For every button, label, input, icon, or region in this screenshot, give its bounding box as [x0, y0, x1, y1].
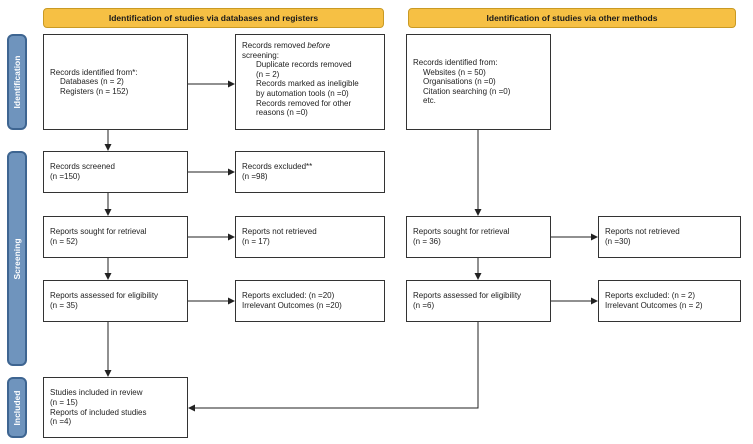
records-screened-title: Records screened: [50, 162, 115, 172]
box-other-reports-not-retrieved: Reports not retrieved (n =30): [598, 216, 741, 258]
phase-included: Included: [7, 377, 27, 438]
studies-included-title: Studies included in review: [50, 388, 143, 398]
removed-item: reasons (n =0): [256, 108, 308, 118]
removed-item: Records removed for other: [256, 98, 352, 108]
box-records-removed: Records removed before screening: Duplic…: [235, 34, 385, 130]
removed-item: (n = 2): [256, 69, 280, 79]
records-databases: Databases (n = 2): [60, 77, 124, 87]
other-reports-not-retrieved-count: (n =30): [605, 237, 631, 246]
phase-screening: Screening: [7, 151, 27, 366]
reports-excluded-reason: Irrelevant Outcomes (n =20): [242, 301, 342, 310]
records-removed-screening: screening:: [242, 50, 279, 60]
reports-not-retrieved-count: (n = 17): [242, 237, 270, 246]
other-reports-not-retrieved-title: Reports not retrieved: [605, 227, 680, 237]
other-source-item: Citation searching (n =0): [423, 86, 511, 96]
header-other-methods: Identification of studies via other meth…: [408, 8, 736, 28]
box-records-excluded: Records excluded** (n =98): [235, 151, 385, 193]
records-removed-title: Records removed before: [242, 41, 378, 51]
reports-included-count: (n =4): [50, 417, 72, 427]
other-reports-excluded-title: Reports excluded: (n = 2): [605, 291, 696, 301]
other-reports-sought-count: (n = 36): [413, 237, 441, 246]
other-source-item: Websites (n = 50): [423, 67, 486, 77]
box-studies-included: Studies included in review (n = 15) Repo…: [43, 377, 188, 438]
reports-assessed-title: Reports assessed for eligibility: [50, 291, 159, 301]
reports-sought-count: (n = 52): [50, 237, 78, 246]
removed-item: Records marked as ineligible: [256, 79, 359, 89]
box-reports-sought: Reports sought for retrieval (n = 52): [43, 216, 188, 258]
other-reports-assessed-title: Reports assessed for eligibility: [413, 291, 522, 301]
reports-not-retrieved-title: Reports not retrieved: [242, 227, 317, 237]
arrow-other-assessed-to-included: [188, 322, 479, 412]
other-reports-assessed-count: (n =6): [413, 301, 435, 310]
box-other-reports-excluded: Reports excluded: (n = 2) Irrelevant Out…: [598, 280, 741, 322]
header-databases-registers: Identification of studies via databases …: [43, 8, 384, 28]
other-records-identified-title: Records identified from:: [413, 58, 498, 68]
reports-assessed-count: (n = 35): [50, 301, 78, 310]
reports-sought-title: Reports sought for retrieval: [50, 227, 147, 237]
records-identified-title: Records identified from*:: [50, 67, 138, 77]
box-reports-excluded: Reports excluded: (n =20) Irrelevant Out…: [235, 280, 385, 322]
removed-item: by automation tools (n =0): [256, 88, 349, 98]
box-other-reports-sought: Reports sought for retrieval (n = 36): [406, 216, 551, 258]
phase-identification: Identification: [7, 34, 27, 130]
box-other-records-identified: Records identified from: Websites (n = 5…: [406, 34, 551, 130]
box-records-screened: Records screened (n =150): [43, 151, 188, 193]
other-reports-excluded-reason: Irrelevant Outcomes (n = 2): [605, 301, 703, 310]
reports-excluded-title: Reports excluded: (n =20): [242, 291, 335, 301]
box-records-identified: Records identified from*: Databases (n =…: [43, 34, 188, 130]
records-removed-prefix: Records removed: [242, 41, 308, 50]
box-other-reports-assessed: Reports assessed for eligibility (n =6): [406, 280, 551, 322]
records-removed-before: before: [307, 41, 331, 50]
other-source-item: Organisations (n =0): [423, 77, 496, 87]
studies-included-count: (n = 15): [50, 397, 78, 407]
records-screened-count: (n =150): [50, 172, 81, 181]
reports-included-title: Reports of included studies: [50, 407, 147, 417]
other-source-item: etc.: [423, 96, 436, 106]
box-reports-not-retrieved: Reports not retrieved (n = 17): [235, 216, 385, 258]
records-excluded-title: Records excluded**: [242, 162, 313, 172]
removed-item: Duplicate records removed: [256, 60, 352, 70]
box-reports-assessed: Reports assessed for eligibility (n = 35…: [43, 280, 188, 322]
records-registers: Registers (n = 152): [60, 86, 129, 96]
records-excluded-count: (n =98): [242, 172, 268, 181]
other-reports-sought-title: Reports sought for retrieval: [413, 227, 510, 237]
